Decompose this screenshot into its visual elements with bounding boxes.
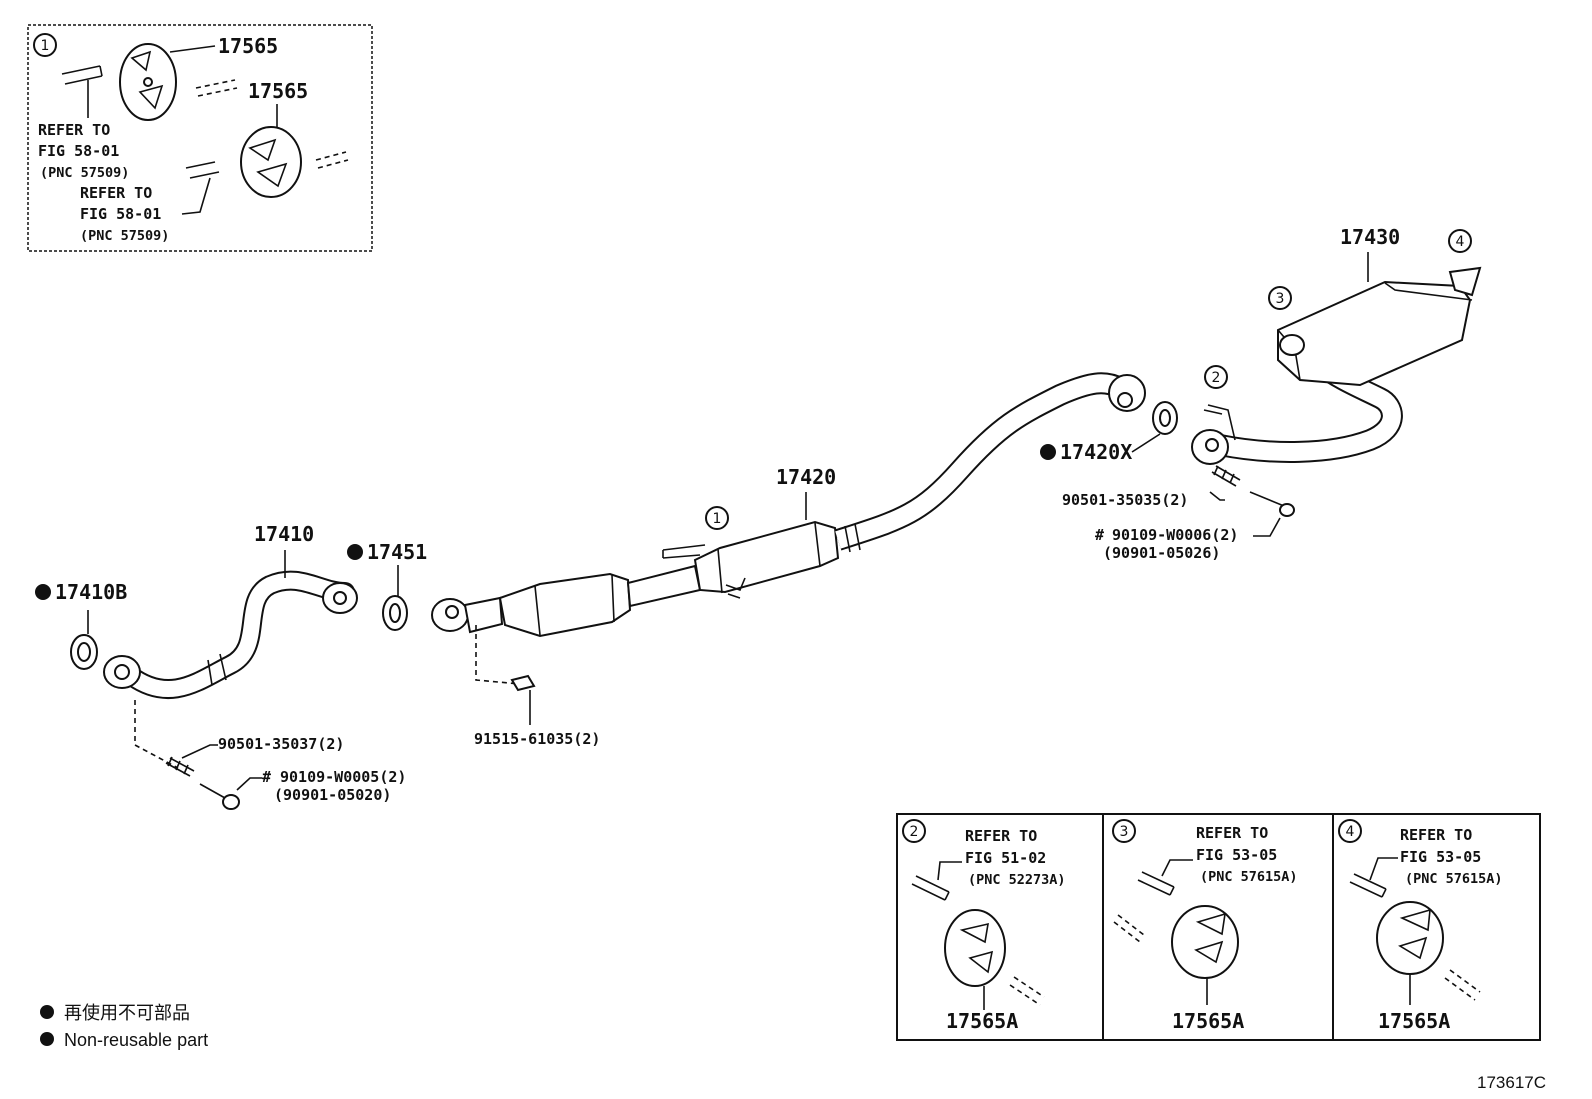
inset-1-frame	[27, 24, 373, 252]
gasket-17410B: 17410B	[35, 580, 127, 670]
inset-1-part-top: 17565	[218, 34, 278, 58]
callout-2	[1204, 365, 1228, 389]
non-reusable-dot	[35, 584, 51, 600]
inset-3-line1: REFER TO	[1196, 824, 1268, 842]
inset-4-part: 17565A	[1378, 1009, 1450, 1033]
inset-3-part: 17565A	[1172, 1009, 1244, 1033]
bottom-insets: 2 REFER TO FIG 51-02 (PNC 52273A) 17565A…	[896, 813, 1541, 1041]
callout-4	[1448, 229, 1472, 253]
inset-1: 1 17565 17565 REFER TO FIG 58-01 (PNC 57…	[27, 24, 373, 252]
callout-3	[1268, 286, 1292, 310]
hash-mark: #	[1095, 526, 1104, 544]
label-90501-35035: 90501-35035(2)	[1062, 491, 1188, 509]
inset-3-line2: FIG 53-05	[1196, 846, 1277, 864]
inset-1-refer-b-2: FIG 58-01	[80, 205, 161, 223]
bolts-front: 90501-35037(2) # 90109-W0005(2) (90901-0…	[134, 700, 406, 810]
tailpipe-muffler-17430	[1191, 266, 1482, 465]
bolts-rear: 90501-35035(2) # 90109-W0006(2) (90901-0…	[1062, 465, 1295, 562]
callout-1-number: 1	[713, 511, 722, 527]
inset-1-refer-b-1: REFER TO	[80, 184, 152, 202]
label-17451: 17451	[367, 540, 427, 564]
label-90109-W0006: 90109-W0006(2)	[1112, 526, 1238, 544]
front-pipe-17410	[103, 570, 358, 700]
inset-1-refer-a-1: REFER TO	[38, 121, 110, 139]
rubber-hanger-icon	[61, 43, 238, 121]
callout-4-number: 4	[1456, 234, 1465, 250]
callout-2-number: 2	[1212, 370, 1221, 386]
inset-4-marker: 4	[1346, 824, 1355, 840]
legend: 再使用不可部品 Non-reusable part	[40, 1003, 208, 1050]
inset-2: 2 REFER TO FIG 51-02 (PNC 52273A) 17565A	[902, 819, 1066, 1033]
inset-2-line3: (PNC 52273A)	[968, 872, 1066, 888]
inset-2-marker: 2	[910, 824, 919, 840]
callout-3-number: 3	[1276, 291, 1285, 307]
inset-3-marker: 3	[1120, 824, 1129, 840]
non-reusable-dot	[1040, 444, 1056, 460]
label-17410B: 17410B	[55, 580, 127, 604]
label-17420X: 17420X	[1060, 440, 1132, 464]
inset-2-line1: REFER TO	[965, 827, 1037, 845]
inset-4-line2: FIG 53-05	[1400, 848, 1481, 866]
hash-mark: #	[262, 768, 271, 786]
inset-3: 3 REFER TO FIG 53-05 (PNC 57615A) 17565A	[1112, 819, 1298, 1033]
gasket-17451: 17451	[347, 540, 427, 631]
inset-1-refer-b-3: (PNC 57509)	[80, 228, 169, 244]
inset-2-line2: FIG 51-02	[965, 849, 1046, 867]
bolt-91515-61035: 91515-61035(2)	[474, 625, 600, 748]
inset-1-marker	[33, 33, 57, 57]
rubber-hanger-icon	[185, 126, 349, 198]
label-90901-05026: (90901-05026)	[1103, 544, 1220, 562]
label-90901-05020: (90901-05020)	[274, 786, 391, 804]
label-90109-W0005: 90109-W0005(2)	[280, 768, 406, 786]
inset-1-part-bottom: 17565	[248, 79, 308, 103]
callout-1	[705, 506, 729, 530]
figure-id: 173617C	[1477, 1073, 1546, 1092]
inset-4-line3: (PNC 57615A)	[1405, 871, 1503, 887]
label-17420: 17420	[776, 465, 836, 489]
inset-1-refer-a-3: (PNC 57509)	[40, 165, 129, 181]
inset-4: 4 REFER TO FIG 53-05 (PNC 57615A) 17565A	[1338, 819, 1503, 1033]
gasket-17420X: 17420X	[1040, 401, 1178, 464]
inset-2-part: 17565A	[946, 1009, 1018, 1033]
label-17430: 17430	[1340, 225, 1400, 249]
legend-jp: 再使用不可部品	[64, 1003, 190, 1023]
label-91515-61035: 91515-61035(2)	[474, 730, 600, 748]
label-17410: 17410	[254, 522, 314, 546]
non-reusable-dot	[347, 544, 363, 560]
legend-en: Non-reusable part	[64, 1030, 208, 1050]
inset-1-marker-number: 1	[41, 38, 50, 54]
inset-3-line3: (PNC 57615A)	[1200, 869, 1298, 885]
center-pipe-17420	[431, 372, 1146, 638]
inset-1-refer-a-2: FIG 58-01	[38, 142, 119, 160]
inset-4-line1: REFER TO	[1400, 826, 1472, 844]
label-90501-35037: 90501-35037(2)	[218, 735, 344, 753]
